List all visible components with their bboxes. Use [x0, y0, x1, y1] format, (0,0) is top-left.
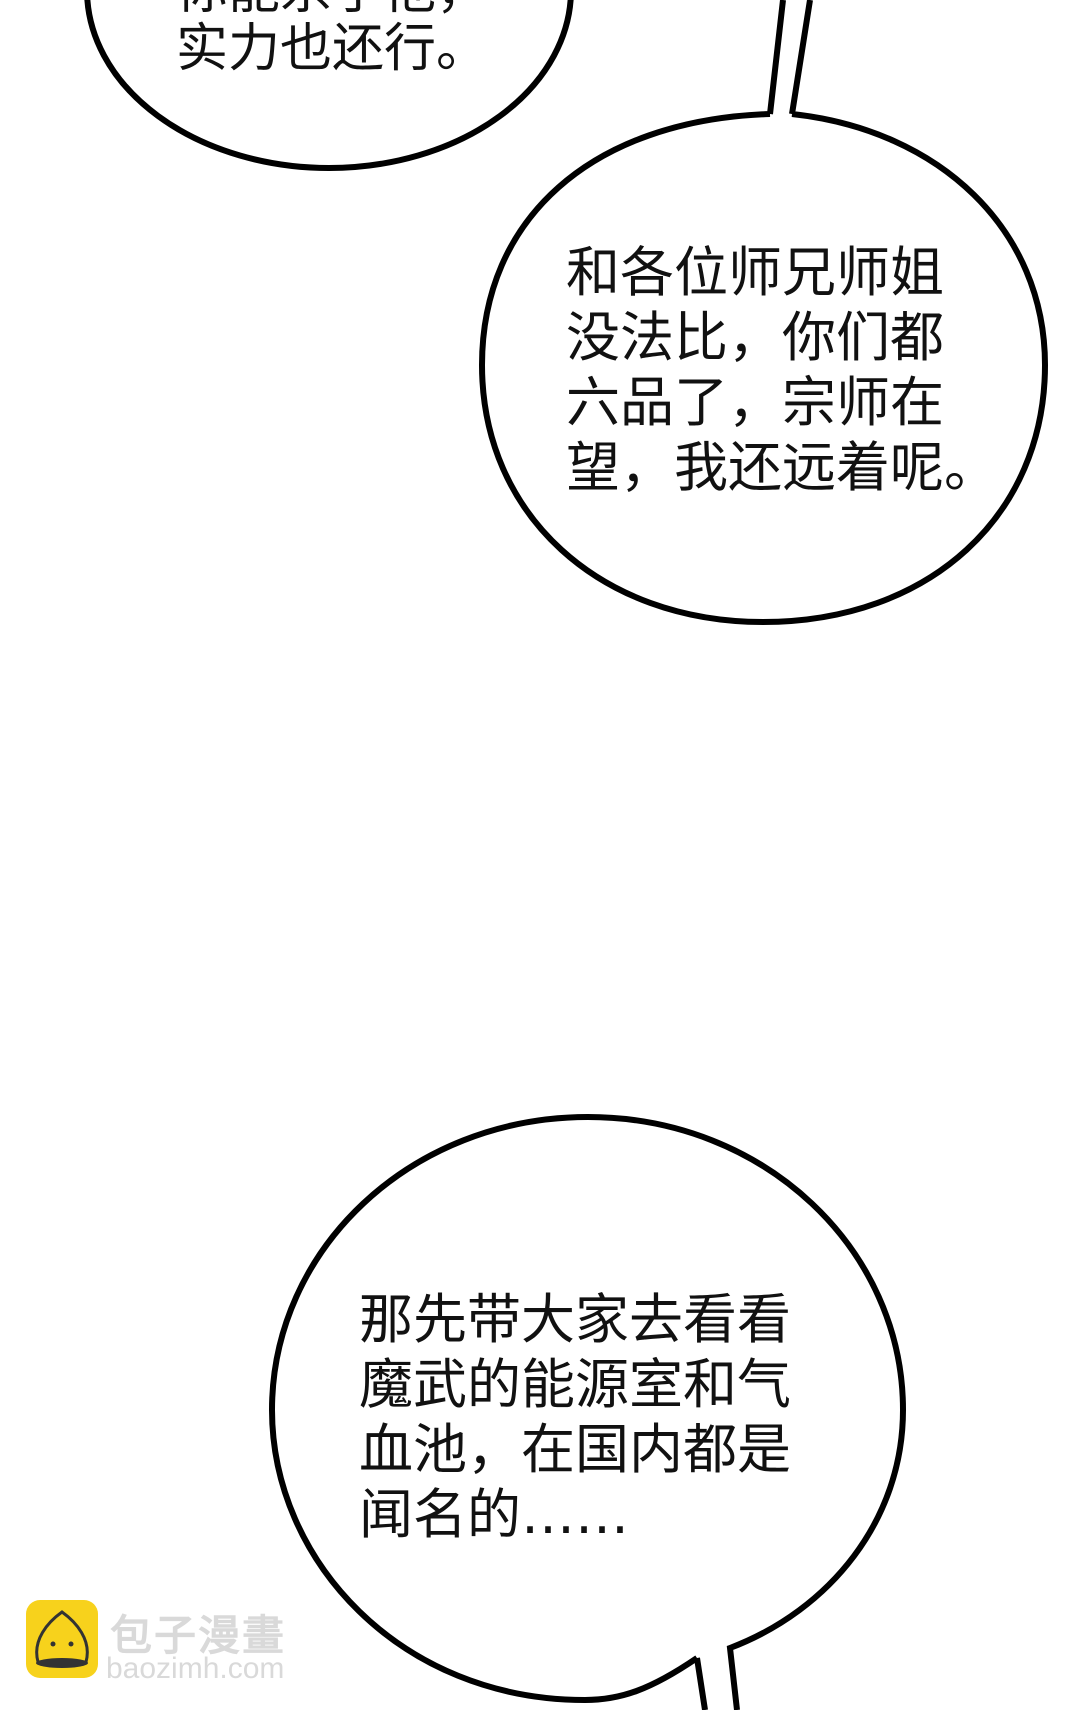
speech-bubble-1 — [84, 0, 574, 171]
speech-bubble-3 — [268, 1113, 907, 1710]
bubble-2-line: 望，我还远着呢。 — [566, 436, 998, 499]
bubble-2-line: 没法比，你们都 — [566, 306, 944, 369]
bubble-1-line: 你能杀了他， — [176, 0, 488, 20]
bubble-2-line: 和各位师兄师姐 — [566, 241, 944, 304]
speech-bubble-2 — [478, 0, 1049, 626]
bubble-3-line: 血池，在国内都是 — [359, 1418, 791, 1481]
watermark-url: baozimh.com — [106, 1652, 285, 1685]
watermark-title: 包子漫畫 — [110, 1611, 287, 1660]
bun-logo-icon — [26, 1600, 98, 1678]
bubble-3-text: 那先带大家去看看 魔武的能源室和气 血池，在国内都是 闻名的…… — [359, 1275, 791, 1546]
bubble-1-line: 实力也还行。 — [176, 19, 489, 79]
bubble-3-line: 那先带大家去看看 — [359, 1288, 791, 1351]
bubble-2-line: 六品了，宗师在 — [566, 371, 944, 434]
bubble-2-text: 和各位师兄师姐 没法比，你们都 六品了，宗师在 望，我还远着呢。 — [566, 228, 998, 499]
bubble-3-line: 魔武的能源室和气 — [359, 1353, 791, 1416]
bubble-1-text: 你能杀了他， 实力也还行。 — [176, 0, 488, 78]
bubble-3-line: 闻名的…… — [359, 1483, 629, 1546]
